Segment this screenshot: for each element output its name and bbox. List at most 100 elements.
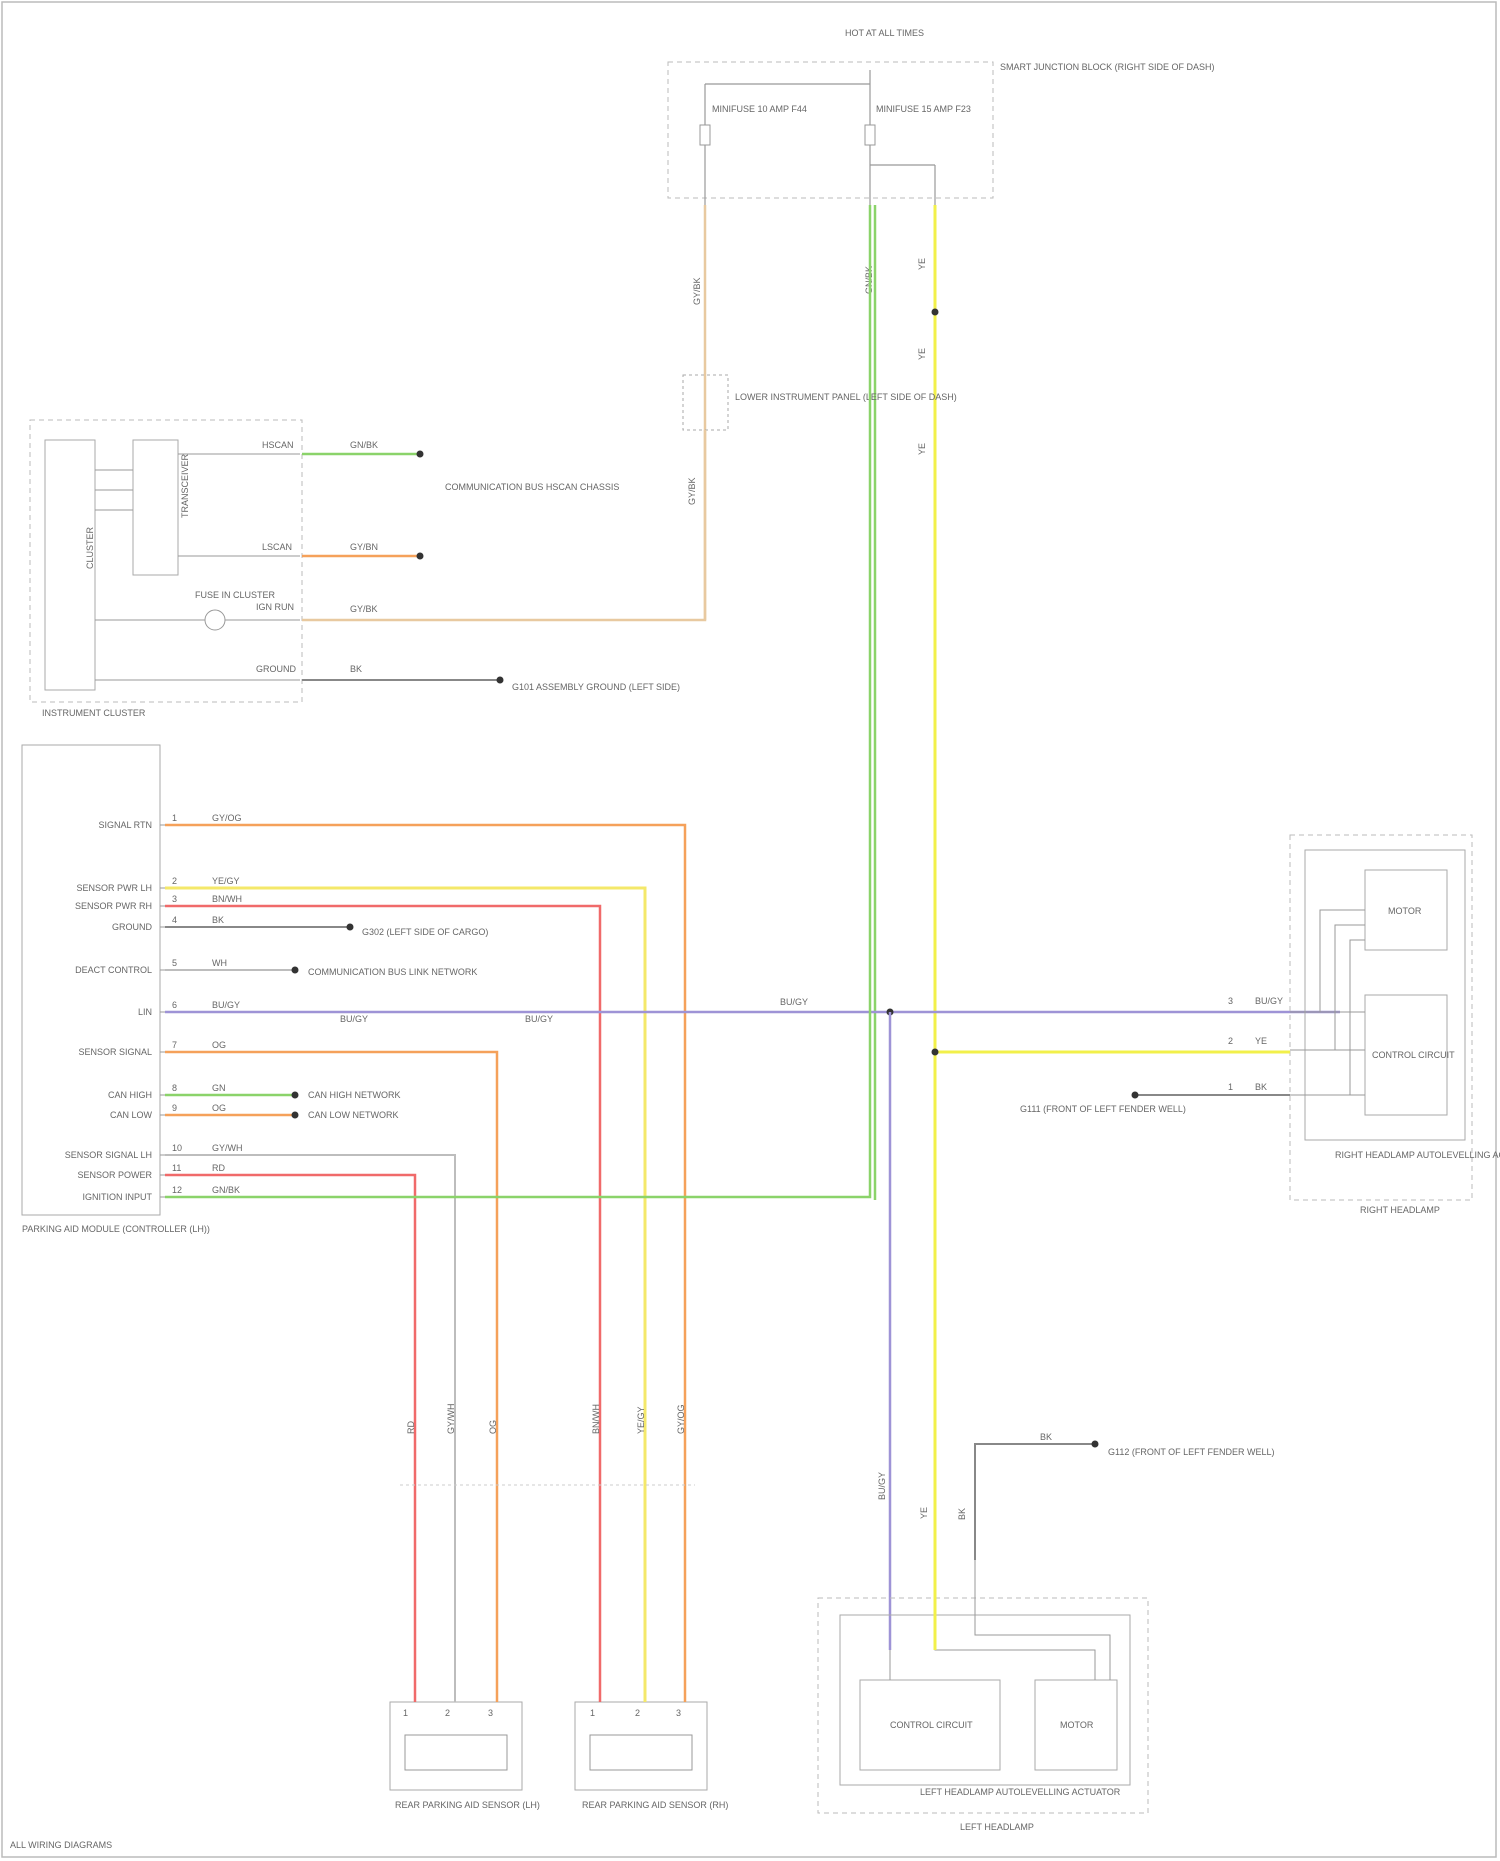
sensor-right-pin-3: 3: [676, 1708, 681, 1718]
sensor-left-pin-1: 1: [403, 1708, 408, 1718]
lin-main-label: BU/GY: [780, 997, 808, 1007]
right-ground-dot: [1132, 1092, 1139, 1099]
parking-module-pins: SIGNAL RTN1GY/OGSENSOR PWR LH2YE/GYSENSO…: [65, 813, 243, 1202]
parking-module-pin-wire: WH: [212, 958, 227, 968]
parking-module-pin-number: 10: [172, 1143, 182, 1153]
wire-ignition-input: [165, 205, 870, 1197]
parking-module-pin-name: CAN LOW: [110, 1110, 153, 1120]
cluster-hscan-wire-label: GN/BK: [350, 440, 378, 450]
sensor-left-pin-3: 3: [488, 1708, 493, 1718]
lin-link-b: BU/GY: [525, 1014, 553, 1024]
parking-module-pin-wire: GN/BK: [212, 1185, 240, 1195]
left-ground-dot: [1092, 1441, 1099, 1448]
wire-tan-top-label: GY/BK: [692, 277, 702, 305]
cluster-hscan-dot: [417, 451, 424, 458]
header-label: HOT AT ALL TIMES: [845, 28, 924, 38]
fuse-b-icon: [865, 125, 875, 145]
wire-left-ground: [975, 1444, 1095, 1560]
footer-code: ALL WIRING DIAGRAMS: [10, 1840, 112, 1850]
cluster-pin-b: LSCAN: [262, 542, 292, 552]
left-ground-link: G112 (FRONT OF LEFT FENDER WELL): [1108, 1447, 1275, 1457]
parking-module-pin-wire: OG: [212, 1040, 226, 1050]
fuse-a-label: MINIFUSE 10 AMP F44: [712, 104, 807, 114]
sensor-left-label: REAR PARKING AID SENSOR (LH): [395, 1800, 540, 1810]
sensor-right-inner: [590, 1735, 692, 1770]
parking-module-pin-wire: BN/WH: [212, 894, 242, 904]
cluster-can-link: COMMUNICATION BUS HSCAN CHASSIS: [445, 482, 619, 492]
parking-module-pin-name: GROUND: [112, 922, 152, 932]
left-internal-3: [975, 1560, 1110, 1680]
pm-can-link-b: CAN LOW NETWORK: [308, 1110, 399, 1120]
pm-deact-link: COMMUNICATION BUS LINK NETWORK: [308, 967, 477, 977]
right-motor-label: MOTOR: [1388, 906, 1422, 916]
sensor-left-wire-2: GY/WH: [446, 1404, 456, 1435]
wire-sensor-signal-lh: [165, 1155, 455, 1560]
sensor-left-pin-2: 2: [445, 1708, 450, 1718]
sensor-left-inner: [405, 1735, 507, 1770]
right-pin-3-wire: BU/GY: [1255, 996, 1283, 1006]
right-headlamp-label: RIGHT HEADLAMP: [1360, 1205, 1440, 1215]
left-ground-wire-label: BK: [1040, 1432, 1052, 1442]
parking-module-pin-number: 7: [172, 1040, 177, 1050]
parking-module-pin-wire: GY/OG: [212, 813, 242, 823]
left-pin-1: BU/GY: [877, 1472, 887, 1500]
parking-module-pin-number: 11: [172, 1163, 181, 1173]
cluster-fuse-icon: [205, 610, 225, 630]
fuse-block-box: [668, 62, 993, 198]
parking-module-box: [22, 745, 160, 1215]
right-control-label: CONTROL CIRCUIT: [1372, 1050, 1455, 1060]
parking-module-pin-name: SENSOR SIGNAL LH: [65, 1150, 152, 1160]
left-pin-3: BK: [957, 1508, 967, 1520]
cluster-gnd-wire-label: BK: [350, 664, 362, 674]
parking-module-pin-number: 1: [172, 813, 177, 823]
parking-module-pin-name: SENSOR SIGNAL: [78, 1047, 152, 1057]
fuse-b-label: MINIFUSE 15 AMP F23: [876, 104, 971, 114]
inline-connector-label: LOWER INSTRUMENT PANEL (LEFT SIDE OF DAS…: [735, 392, 957, 402]
left-control-label: CONTROL CIRCUIT: [890, 1720, 973, 1730]
right-internal-3: [1350, 940, 1365, 1095]
cluster-pin-d: GROUND: [256, 664, 296, 674]
sensor-left-wire-3: OG: [488, 1420, 498, 1434]
left-motor-label: MOTOR: [1060, 1720, 1094, 1730]
pm-ground-link: G302 (LEFT SIDE OF CARGO): [362, 927, 488, 937]
cluster-pin-a: HSCAN: [262, 440, 294, 450]
right-pin-2: 2: [1228, 1036, 1233, 1046]
pm-deact-dot: [292, 967, 299, 974]
sensor-right-wire-2: YE/GY: [636, 1406, 646, 1434]
parking-module-pin-name: SENSOR PWR RH: [75, 901, 152, 911]
left-assembly-label: LEFT HEADLAMP AUTOLEVELLING ACTUATOR: [920, 1787, 1121, 1797]
cluster-pin-c: IGN RUN: [256, 602, 294, 612]
cluster-box: [30, 420, 302, 702]
left-headlamp-label: LEFT HEADLAMP: [960, 1822, 1034, 1832]
cluster-fuse-label: FUSE IN CLUSTER: [195, 590, 276, 600]
parking-module-pin-wire: OG: [212, 1103, 226, 1113]
fuse-a-icon: [700, 125, 710, 145]
yellow-splice-dot: [932, 309, 939, 316]
right-pin-3: 3: [1228, 996, 1233, 1006]
cluster-ign-wire-label: GY/BK: [350, 604, 378, 614]
parking-module-pin-wire: GY/WH: [212, 1143, 243, 1153]
parking-module-label: PARKING AID MODULE (CONTROLLER (LH)): [22, 1224, 210, 1234]
sensor-right-label: REAR PARKING AID SENSOR (RH): [582, 1800, 728, 1810]
sensor-right-wire-3: GY/OG: [676, 1404, 686, 1434]
cluster-body-label: CLUSTER: [85, 526, 95, 569]
right-yellow-splice: [932, 1049, 939, 1056]
pm-ground-dot: [347, 924, 354, 931]
parking-module-pin-number: 3: [172, 894, 177, 904]
right-ground-link: G111 (FRONT OF LEFT FENDER WELL): [1020, 1104, 1186, 1114]
wire-yellow-mid-label: YE: [917, 348, 927, 360]
wire-yellow-top-label: YE: [917, 258, 927, 270]
right-pin-1-wire: BK: [1255, 1082, 1267, 1092]
cluster-lscan-wire-label: GY/BN: [350, 542, 378, 552]
parking-module-pin-number: 12: [172, 1185, 182, 1195]
parking-module-pin-number: 9: [172, 1103, 177, 1113]
right-assembly-label: RIGHT HEADLAMP AUTOLEVELLING ACTUATOR: [1335, 1150, 1500, 1160]
parking-module-pin-number: 5: [172, 958, 177, 968]
parking-module-pin-number: 8: [172, 1083, 177, 1093]
parking-module-pin-wire: GN: [212, 1083, 226, 1093]
cluster-lscan-dot: [417, 553, 424, 560]
parking-module-pin-name: SIGNAL RTN: [98, 820, 152, 830]
right-pin-1: 1: [1228, 1082, 1233, 1092]
